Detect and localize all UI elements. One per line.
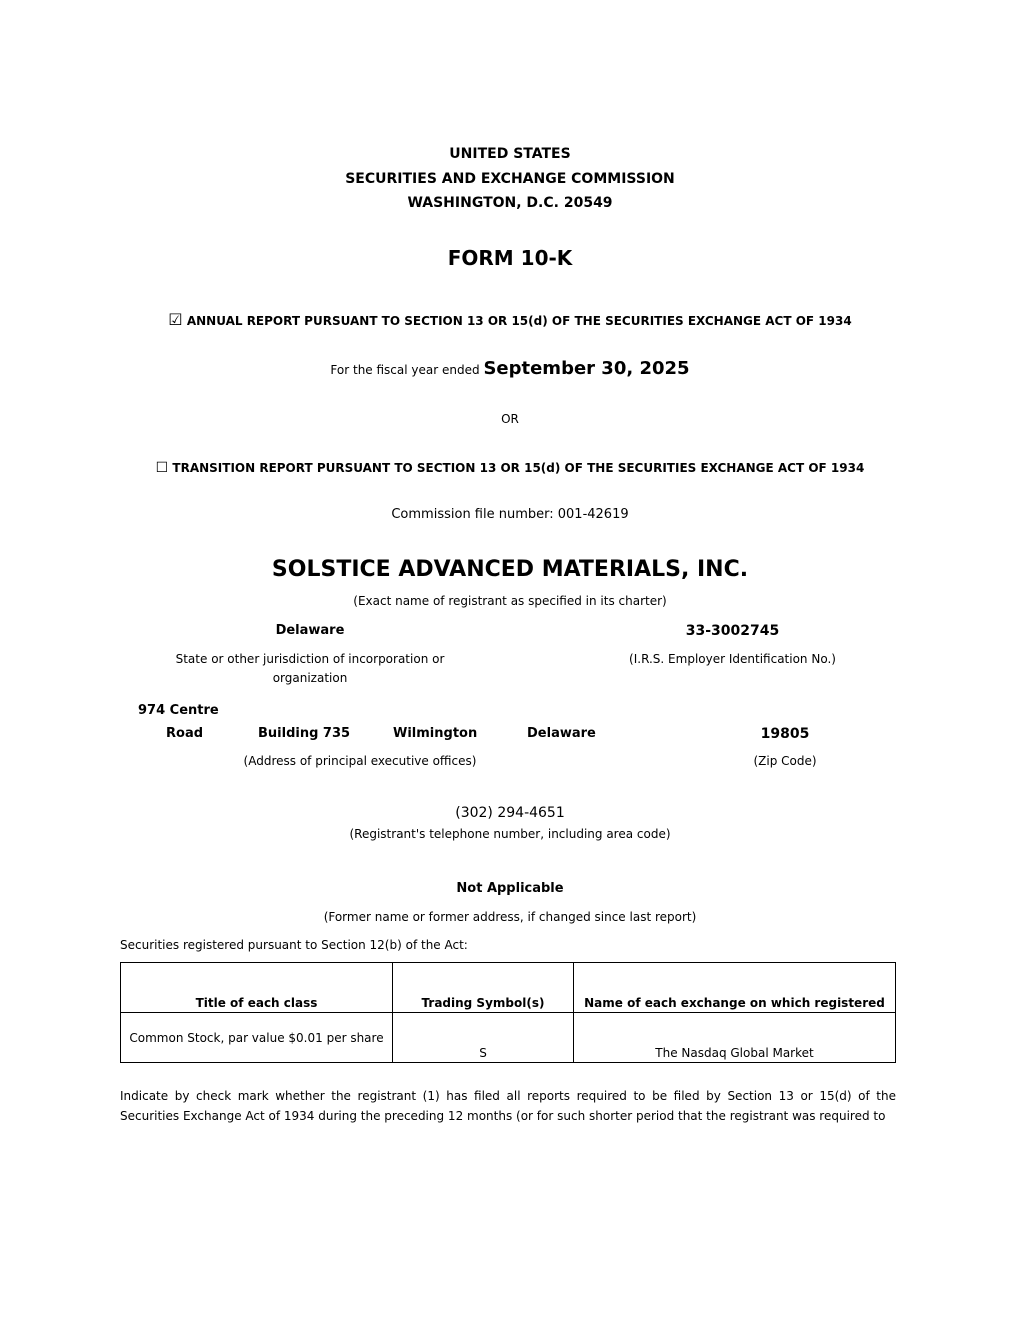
annual-report-text: ANNUAL REPORT PURSUANT TO SECTION 13 OR … (186, 314, 852, 328)
commission-file-number: Commission file number: 001-42619 (391, 507, 629, 522)
former-name-caption: (Former name or former address, if chang… (323, 910, 697, 924)
fiscal-year-date: September 30, 2025 (483, 358, 690, 379)
state-caption: State or other jurisdiction of incorpora… (175, 652, 445, 685)
address-line-1: 974 Centre (138, 703, 219, 718)
company-name: SOLSTICE ADVANCED MATERIALS, INC. (271, 557, 749, 582)
phone-value: (302) 294-4651 (455, 805, 565, 821)
transition-report-text: TRANSITION REPORT PURSUANT TO SECTION 13… (172, 461, 865, 475)
fiscal-year-prefix: For the fiscal year ended (330, 363, 480, 377)
not-applicable-title: Not Applicable (456, 881, 564, 896)
body-paragraph: Indicate by check mark whether the regis… (120, 1089, 896, 1123)
zip-value: 19805 (760, 726, 810, 742)
address-city: Wilmington (393, 726, 478, 741)
securities-intro: Securities registered pursuant to Sectio… (120, 938, 468, 952)
table-header-row: Title of each class Trading Symbol(s) Na… (120, 962, 896, 1013)
address-state: Delaware (527, 726, 596, 741)
table-header-cell: Trading Symbol(s) (392, 962, 574, 1013)
transition-report-line: ☐ TRANSITION REPORT PURSUANT TO SECTION … (0, 460, 1020, 476)
header-line-1: UNITED STATES (449, 146, 571, 162)
address-street: Road (166, 726, 204, 741)
or-text: OR (501, 412, 519, 426)
unchecked-checkbox-icon[interactable]: ☐ (155, 460, 169, 476)
checked-checkbox-icon[interactable]: ☑ (168, 310, 183, 329)
table-row: Common Stock, par value $0.01 per share … (120, 1012, 896, 1063)
form-title: FORM 10-K (447, 246, 573, 270)
table-header-cell: Title of each class (120, 962, 393, 1013)
table-cell: S (392, 1012, 574, 1063)
header-line-2: SECURITIES AND EXCHANGE COMMISSION (345, 171, 675, 187)
table-header-cell: Name of each exchange on which registere… (573, 962, 896, 1013)
ein-value: 33-3002745 (685, 623, 780, 639)
zip-caption: (Zip Code) (753, 754, 817, 768)
table-cell: The Nasdaq Global Market (573, 1012, 896, 1063)
header-line-3: WASHINGTON, D.C. 20549 (407, 195, 613, 211)
address-caption: (Address of principal executive offices) (243, 754, 477, 768)
company-caption: (Exact name of registrant as specified i… (353, 594, 667, 608)
state-value: Delaware (275, 623, 345, 638)
securities-table: Title of each class Trading Symbol(s) Na… (120, 962, 896, 1063)
address-building: Building 735 (258, 726, 351, 741)
fiscal-year-line: For the fiscal year ended September 30, … (0, 358, 1020, 379)
phone-caption: (Registrant's telephone number, includin… (349, 827, 671, 841)
table-cell: Common Stock, par value $0.01 per share (120, 1012, 393, 1063)
annual-report-line: ☑ ANNUAL REPORT PURSUANT TO SECTION 13 O… (0, 310, 1020, 329)
ein-caption: (I.R.S. Employer Identification No.) (629, 652, 836, 666)
